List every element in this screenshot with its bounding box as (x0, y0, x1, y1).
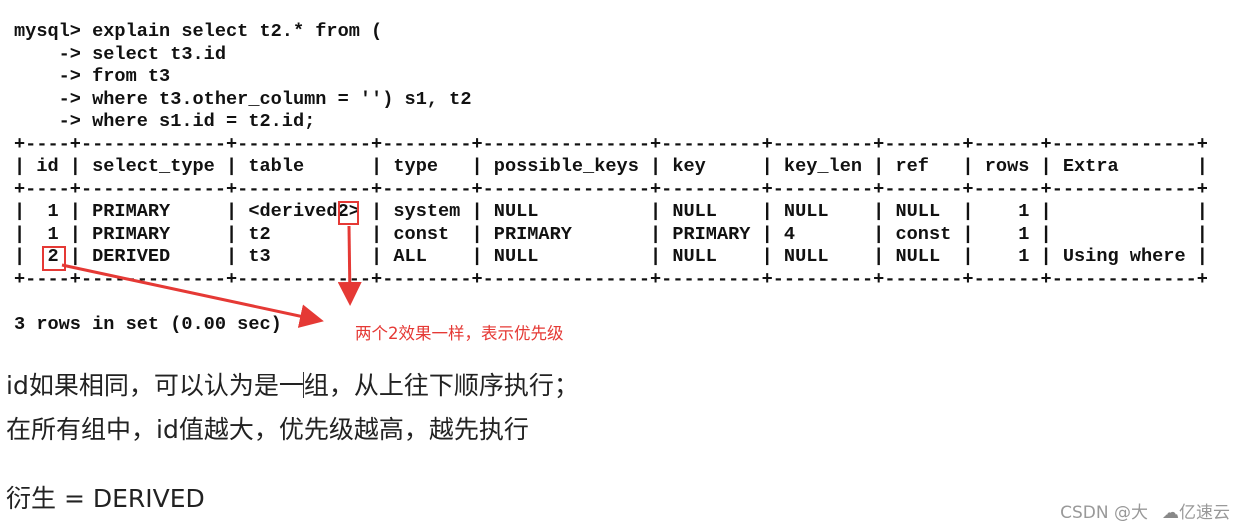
note-line-2: 在所有组中，id值越大，优先级越高，越先执行 (6, 415, 529, 444)
highlight-box-derived-2 (338, 201, 359, 225)
cloud-logo-icon: ☁ (1162, 503, 1179, 523)
watermark-brand: 亿速云 (1179, 503, 1230, 523)
terminal-output: mysql> explain select t2.* from ( -> sel… (14, 21, 1208, 335)
note-line-3: 衍生 = DERIVED (6, 484, 205, 513)
watermark: CSDN @大 ☁亿速云 (1060, 498, 1230, 523)
note-line-1: id如果相同，可以认为是一组，从上往下顺序执行； (6, 371, 579, 400)
watermark-author: CSDN @大 (1060, 503, 1148, 523)
arrow-from-id (61, 263, 324, 328)
annotation-text: 两个2效果一样，表示优先级 (355, 324, 564, 343)
text-cursor (303, 372, 304, 398)
arrow-from-derived (337, 225, 362, 306)
highlight-box-id-2 (42, 246, 66, 271)
